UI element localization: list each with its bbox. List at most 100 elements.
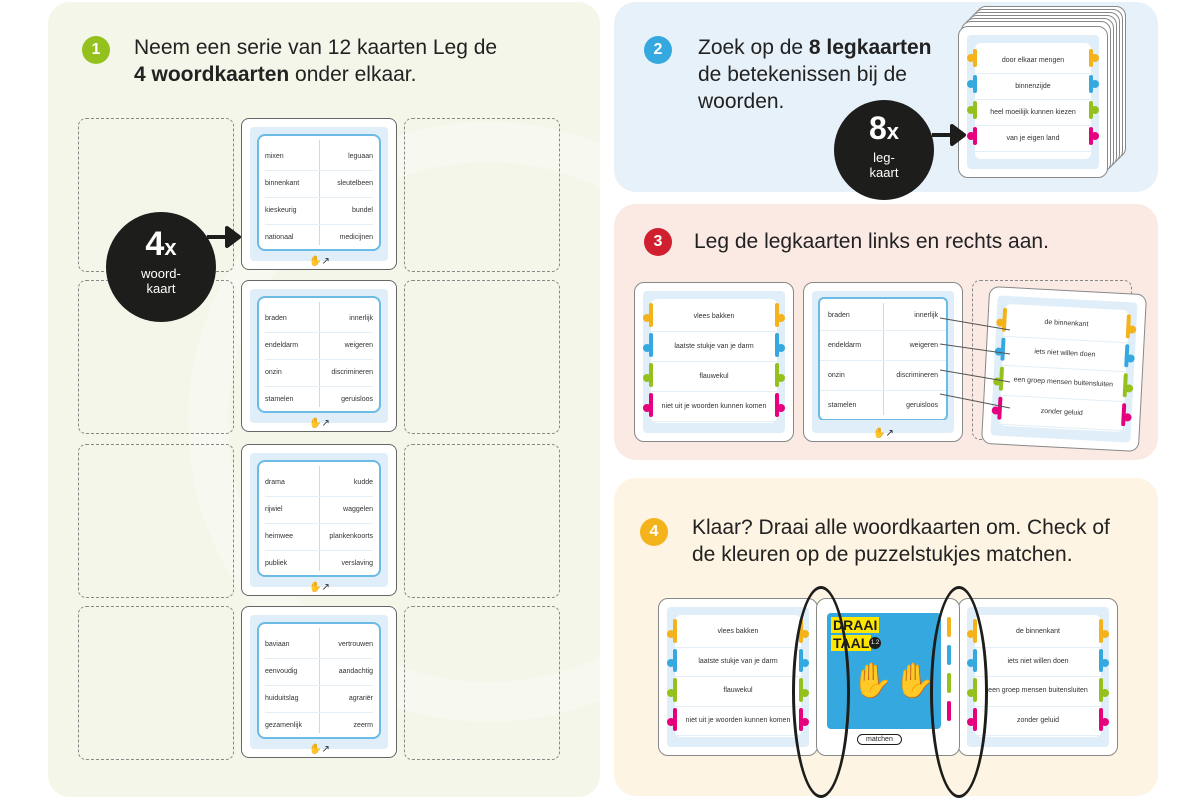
- bubble2-number: 8: [868, 110, 887, 146]
- puzzle-tab: [973, 75, 977, 93]
- word-right: geruisloos: [341, 395, 373, 403]
- word-row: huiduitslag agrariër: [265, 684, 373, 713]
- puzzle-tab: [649, 333, 653, 357]
- word-right: leguaan: [348, 152, 373, 160]
- word-left: onzin: [265, 368, 282, 376]
- puzzle-knob: [1127, 325, 1137, 334]
- puzzle-knob: [643, 344, 651, 352]
- puzzle-tab: [973, 101, 977, 119]
- meaning-row: zonder geluid: [975, 706, 1101, 736]
- word-right: plankenkoorts: [329, 532, 373, 540]
- empty-card-slot: [404, 606, 560, 760]
- word-left: heimwee: [265, 532, 294, 540]
- hand-arrow-icon: ✋↗: [309, 582, 330, 593]
- word-left: kieskeurig: [265, 206, 297, 214]
- meaning-row: heel moeilijk kunnen kiezen: [975, 99, 1091, 126]
- puzzle-knob: [667, 718, 675, 727]
- puzzle-knob: [1101, 718, 1109, 727]
- step4-instruction: Klaar? Draai alle woordkaarten om. Check…: [692, 514, 1152, 568]
- word-row: endeldarm weigeren: [820, 331, 946, 361]
- connector-lines: [939, 317, 1011, 409]
- puzzle-knob: [1091, 132, 1099, 140]
- word-right: weigeren: [909, 342, 938, 349]
- word-left: drama: [265, 478, 285, 486]
- puzzle-knob: [777, 314, 785, 322]
- word-left: baviaan: [265, 640, 290, 648]
- puzzle-knob: [667, 659, 675, 668]
- step1-number-badge: 1: [82, 36, 110, 64]
- puzzle-tab: [673, 707, 677, 731]
- puzzle-knob: [1124, 383, 1134, 393]
- meaning-row: van je eigen land: [975, 125, 1091, 152]
- word-left: mixen: [265, 152, 284, 160]
- word-right: innerlijk: [349, 314, 373, 322]
- puzzle-knob: [667, 688, 675, 697]
- hand-arrow-icon: ✋↗: [309, 744, 330, 755]
- word-right: aandachtig: [338, 667, 373, 675]
- word-left: huiduitslag: [265, 694, 299, 702]
- puzzle-tab: [673, 678, 677, 702]
- step1-rest: onder elkaar.: [289, 63, 417, 86]
- card-divider: [319, 302, 320, 407]
- card-divider: [319, 628, 320, 733]
- meaning-row: een groep mensen buitensluiten: [975, 676, 1101, 707]
- hand-arrow-icon: ✋↗: [873, 428, 894, 439]
- card-page: baviaan vertrouwen eenvoudig aandachtig huid…: [257, 622, 381, 739]
- meaning-row: door elkaar mengen: [975, 47, 1091, 74]
- high-five-hands-icon: ✋✋: [851, 662, 936, 700]
- puzzle-tab: [649, 393, 653, 417]
- puzzle-tab: [973, 49, 977, 67]
- step4-line2: de kleuren op de puzzelstukjes matchen.: [692, 543, 1073, 566]
- connector-line: [939, 393, 1011, 409]
- step1-instruction: Neem een serie van 12 kaarten Leg de 4 w…: [134, 34, 574, 88]
- word-left: onzin: [828, 372, 845, 379]
- word-right: medicijnen: [339, 233, 373, 241]
- word-row: nationaal medicijnen: [265, 223, 373, 251]
- empty-card-slot: [78, 606, 234, 760]
- word-right: zeerm: [353, 721, 373, 729]
- step2-instruction: Zoek op de 8 legkaarten de betekenissen …: [698, 34, 958, 115]
- word-right: innerlijk: [914, 312, 938, 319]
- word-row: mixen leguaan: [265, 142, 373, 171]
- meaning-row: niet uit je woorden kunnen komen: [651, 391, 777, 422]
- word-row: heimwee plankenkoorts: [265, 522, 373, 551]
- word-left: eenvoudig: [265, 667, 298, 675]
- word-row: braden innerlijk: [265, 304, 373, 333]
- puzzle-knob: [1101, 659, 1109, 668]
- word-right: vertrouwen: [338, 640, 373, 648]
- word-left: braden: [265, 314, 287, 322]
- step4-line1: Klaar? Draai alle woordkaarten om. Check…: [692, 516, 1110, 539]
- puzzle-tab: [973, 127, 977, 145]
- word-left: endeldarm: [828, 342, 862, 349]
- step2-line2: de betekenissen bij de: [698, 63, 907, 86]
- word-left: nationaal: [265, 233, 294, 241]
- puzzle-tab: [649, 363, 653, 387]
- hand-arrow-icon: ✋↗: [309, 418, 330, 429]
- empty-card-slot: [404, 444, 560, 598]
- card-divider: [883, 303, 884, 415]
- word-right: agrariër: [348, 694, 373, 702]
- word-right: bundel: [351, 206, 373, 214]
- puzzle-tab: [673, 619, 677, 643]
- puzzle-tab: [673, 648, 677, 672]
- word-left: publiek: [265, 559, 288, 567]
- woordkaart[interactable]: baviaan vertrouwen eenvoudig aandachtig huid…: [241, 606, 397, 758]
